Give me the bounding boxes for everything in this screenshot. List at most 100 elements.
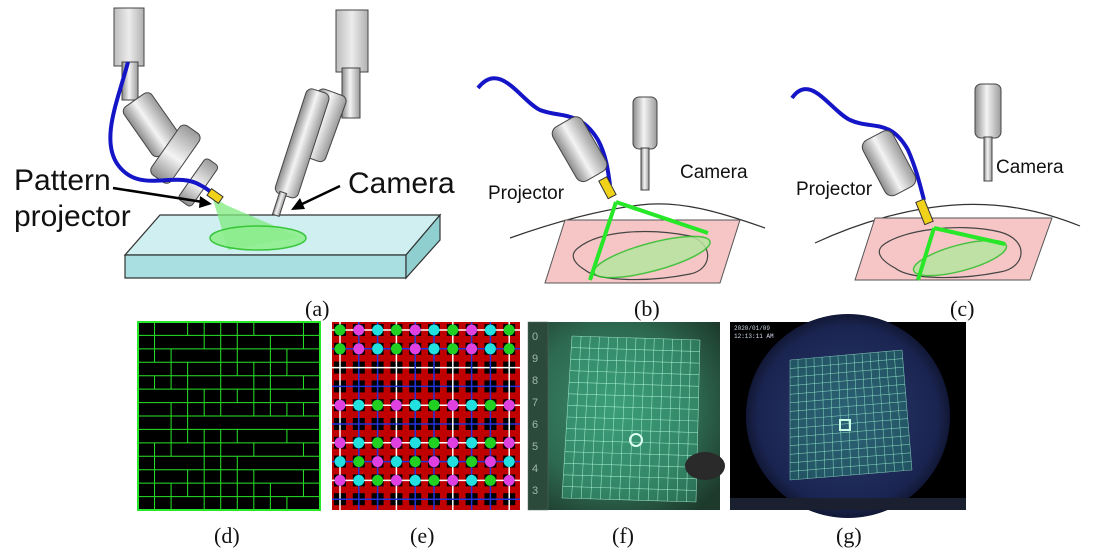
camera-body-c [974,83,1002,139]
pattern-e-dot [390,437,402,449]
grid-g-vline [845,354,852,476]
overlay-time-g: 12:13:11 AM [734,333,774,340]
green-ray-c-2 [933,226,1006,246]
fiber-cable-b [476,76,612,186]
pattern-e-dot [447,437,459,449]
pattern-e-dot [466,343,478,355]
caption-c: (c) [950,296,974,321]
grid-f-lines [561,335,701,503]
pattern-e-dot [447,399,459,411]
grid-f-hline [562,486,697,491]
caption-e: (e) [410,523,434,548]
grid-f-hline [563,474,697,480]
pattern-e-dot [372,437,384,449]
pattern-e-dot [409,343,421,355]
pattern-e-dot [503,456,515,468]
robot-base-left [113,7,145,67]
status-bar-g [730,498,966,510]
camera-body-b [632,96,658,150]
organ-outline-b [572,230,709,281]
grid-f-hline [565,439,698,445]
overlay-date-g: 2020/01/09 [734,325,770,332]
pattern-e-dot [353,437,365,449]
arrow-camera [299,184,341,207]
arrow-camera-head [291,198,305,210]
pattern-e-dot [334,474,346,486]
grid-f-vline [628,337,637,501]
grid-f-vline [686,339,692,502]
pattern-e-dot [372,399,384,411]
fiber-cable-a [108,61,220,202]
pattern-e-dot [484,474,496,486]
panel-b: Projector Camera (b) [476,76,766,321]
pattern-e-dot [428,437,440,449]
label-camera-c: Camera [996,157,1064,178]
ruler-mark: 6 [532,419,538,431]
pattern-e-dot [334,343,346,355]
pattern-e-dot [428,456,440,468]
endoscope-view-g [746,314,950,518]
pattern-e-dot [466,456,478,468]
pattern-e-dot [334,456,346,468]
arrow-projector [112,186,204,204]
pattern-e-dot [409,474,421,486]
panel-e: (e) [332,322,520,548]
robot-arm-right-1 [341,67,361,119]
pattern-e-dot [484,437,496,449]
arrow-projector-head [199,196,212,208]
ruler-mark: 4 [532,463,538,475]
ruler-mark: 5 [532,441,538,453]
grid-f-hline [564,462,697,468]
grid-f-hline [561,497,697,503]
label-projector-b: Projector [488,183,565,204]
grid-g-hline [789,469,913,481]
green-ray-b-1 [588,201,618,281]
grid-g-hline [789,461,912,472]
center-marker-f [629,433,643,447]
label-projector-a: projector [14,200,131,233]
pattern-e-dot [466,324,478,336]
fiber-cable-c [790,87,926,201]
label-projector-c: Projector [796,179,873,200]
pattern-e-dot [353,343,365,355]
pattern-e-dot [484,399,496,411]
grid-g-hline [789,426,909,438]
pattern-e-dot [372,343,384,355]
pattern-e-dot [390,343,402,355]
pattern-e-dot [428,399,440,411]
pattern-e-dot [447,456,459,468]
projector-tip-b [598,176,617,200]
panel-d: (d) [137,321,321,548]
projected-pattern [209,225,307,251]
pattern-e-dot [503,324,515,336]
green-ray-b-2 [615,200,709,235]
pattern-e-dot [390,456,402,468]
pattern-e-dot [503,474,515,486]
grid-g-vline [885,351,895,472]
pattern-e-dot [447,474,459,486]
green-ray-c-1 [916,227,936,281]
pattern-e-dot [353,474,365,486]
panel-g: 2020/01/09 12:13:11 AM (g) [730,314,966,548]
grid-g-hline [789,443,910,455]
ruler-mark: 0 [532,331,538,343]
caption-f: (f) [612,523,634,548]
caption-a: (a) [305,296,329,321]
pattern-e-dot [334,324,346,336]
pattern-e-dot [428,343,440,355]
projector-device-f [685,452,725,480]
grid-g-vline [869,352,878,473]
pattern-e-dot [447,324,459,336]
table-side [405,213,441,280]
panel-a: Pattern projector Camera (a) [14,7,455,321]
projector-tip-c [915,198,934,226]
grid-g-vline [893,350,904,471]
robot-base-right [335,9,369,73]
pattern-e-dot [428,324,440,336]
pattern-e-dot [409,399,421,411]
grid-g-vline [877,352,887,473]
pattern-d-grid [138,322,320,510]
projector-body-b [551,116,608,183]
pattern-e-dot [372,474,384,486]
